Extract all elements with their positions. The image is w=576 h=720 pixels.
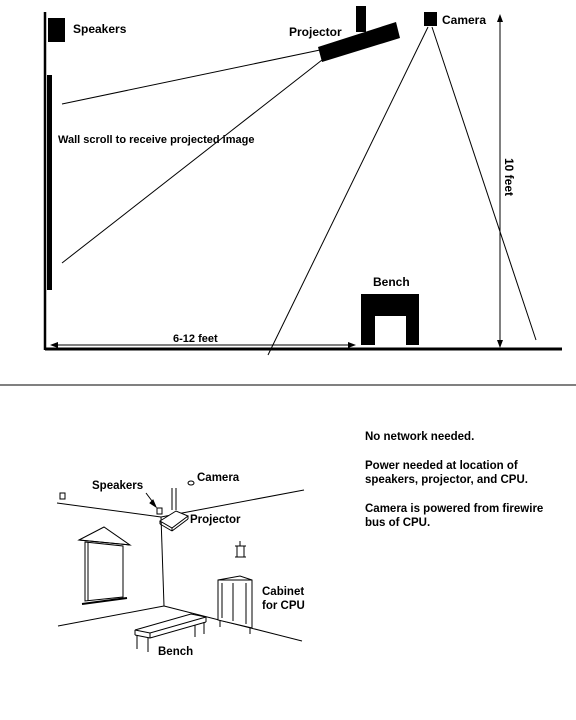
camera-small-icon (187, 480, 195, 486)
bench-label: Bench (373, 275, 410, 289)
height-label: 10 feet (502, 158, 516, 196)
height-label-bg (502, 152, 516, 198)
distance-arrow-right (348, 342, 356, 348)
room-speakers-label: Speakers (92, 480, 143, 492)
room-bench-label: Bench (158, 646, 193, 658)
speaker-left-icon (59, 492, 66, 500)
projector-icon (318, 22, 400, 62)
cabinet-label-line1: Cabinet (262, 586, 304, 598)
bench-edge-bottom-2 (149, 621, 207, 639)
room-corner (160, 516, 165, 607)
wall-scroll-label: Wall scroll to receive projected image (58, 134, 254, 146)
scroll-top-bar (78, 539, 131, 546)
ceiling-edge-left (56, 502, 162, 518)
note-camera-power: Camera is powered from firewire bus of C… (365, 503, 544, 529)
side-view: Speakers Wall scroll to receive projecte… (43, 6, 562, 356)
note-power: Power needed at location of speakers, pr… (365, 460, 528, 486)
height-arrow-bottom (497, 340, 503, 348)
room-projector-label: Projector (190, 514, 241, 526)
floor-edge-left (57, 605, 165, 627)
camera-label: Camera (442, 13, 486, 27)
cabinet-icon (217, 575, 253, 629)
projector-label: Projector (289, 25, 342, 39)
camera-view-left (267, 26, 429, 356)
room-camera-label: Camera (197, 472, 240, 484)
cabinet-label-line2: for CPU (262, 600, 305, 612)
wall-lamp-icon (236, 545, 245, 558)
projection-ray-top (61, 49, 321, 105)
projector-bottom (159, 523, 173, 532)
speaker-right-icon (156, 507, 163, 515)
distance-label: 6-12 feet (173, 333, 218, 345)
speakers-icon (48, 18, 65, 42)
requirements-notes: No network needed. Power needed at locat… (365, 430, 565, 545)
distance-arrow-left (50, 342, 58, 348)
projector-small-icon (159, 510, 189, 529)
wall-scroll-small (84, 541, 124, 602)
scroll-bottom-bar (81, 597, 128, 605)
ceiling-edge-right (160, 489, 305, 518)
camera-view-right (431, 26, 537, 341)
projection-ray-bottom (61, 59, 323, 264)
bench-icon (361, 294, 419, 345)
room-view (56, 480, 305, 652)
note-network: No network needed. (365, 431, 475, 443)
speakers-pointer-arrow (149, 499, 158, 509)
camera-icon (424, 12, 437, 26)
wall-scroll (47, 75, 52, 290)
height-arrow-top (497, 14, 503, 22)
projector-bottom-2 (171, 518, 189, 532)
speakers-label: Speakers (73, 22, 127, 36)
projector-mount (356, 6, 366, 32)
